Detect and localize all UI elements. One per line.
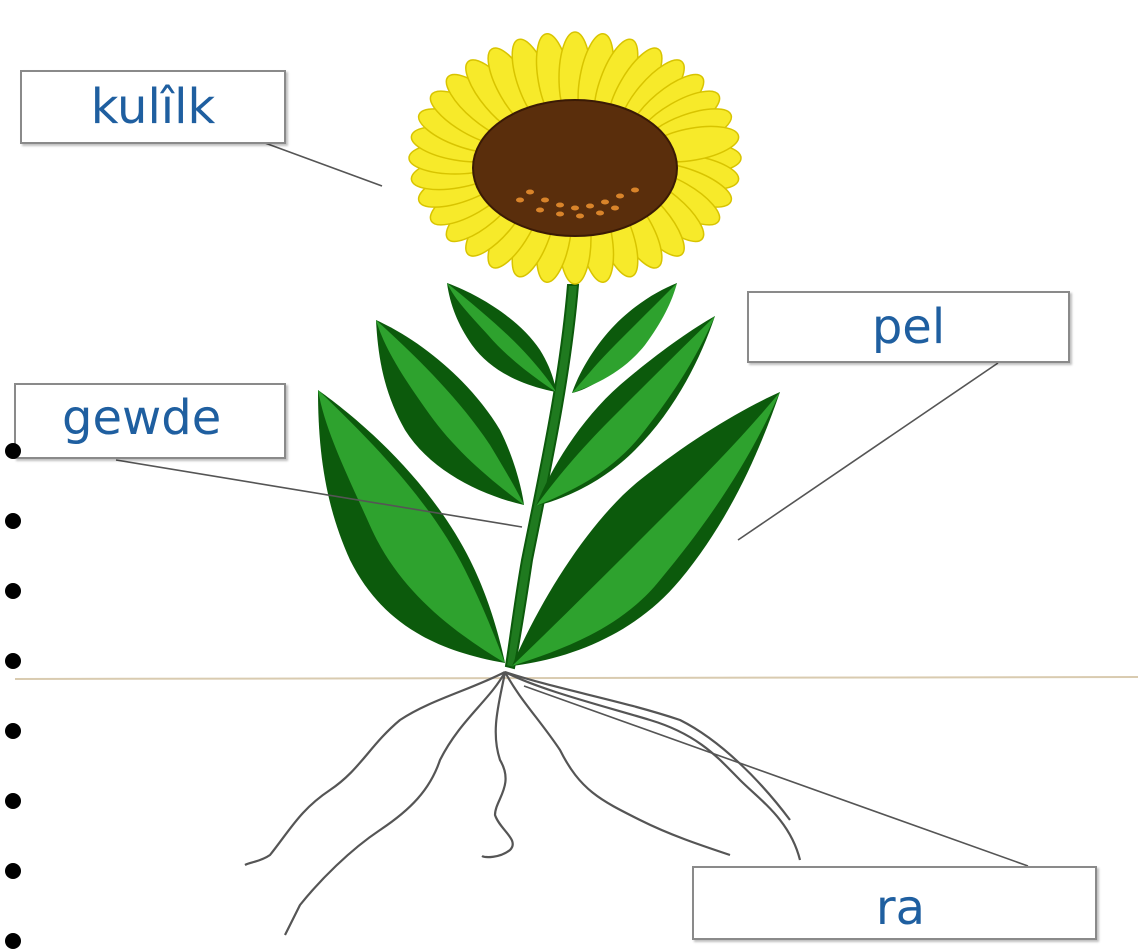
label-root: ra (692, 866, 1097, 940)
bullet-dot-icon (5, 443, 21, 459)
bullet-dot-icon (5, 653, 21, 669)
seed-dot (586, 203, 594, 209)
leader-line-stem (115, 459, 523, 528)
seed-dot (611, 205, 619, 211)
label-leaf-text: pel (871, 299, 946, 355)
label-stem-text: gewde (62, 390, 222, 446)
flower-center (472, 99, 678, 237)
label-stem: gewde (14, 383, 286, 459)
seed-dot (616, 193, 624, 199)
label-flower: kulîlk (20, 70, 286, 144)
leader-lines (115, 142, 1029, 867)
bullet-dot-icon (5, 863, 21, 879)
bullet-dot-icon (5, 513, 21, 529)
seed-dot (536, 207, 544, 213)
bullet-dot-icon (5, 933, 21, 949)
seed-dot (601, 199, 609, 205)
seed-dot (596, 210, 604, 216)
seed-dot (571, 205, 579, 211)
roots (244, 670, 802, 936)
label-flower-text: kulîlk (90, 79, 216, 135)
leader-line-flower (264, 142, 383, 187)
bullet-dot-icon (5, 723, 21, 739)
seed-dot (556, 211, 564, 217)
seed-dot (631, 187, 639, 193)
seed-dot (556, 202, 564, 208)
label-leaf: pel (747, 291, 1070, 363)
leader-line-leaf (737, 362, 999, 541)
leaves (318, 283, 780, 666)
seed-dot (526, 189, 534, 195)
bullet-dot-icon (5, 583, 21, 599)
ground-line (14, 676, 1139, 680)
label-root-text: ra (875, 880, 926, 936)
stem (504, 284, 580, 670)
bullet-dot-icon (5, 793, 21, 809)
leader-line-root (523, 685, 1029, 867)
seed-dot (541, 197, 549, 203)
seed-dot (576, 213, 584, 219)
seed-dots (516, 187, 639, 219)
seed-dot (516, 197, 524, 203)
